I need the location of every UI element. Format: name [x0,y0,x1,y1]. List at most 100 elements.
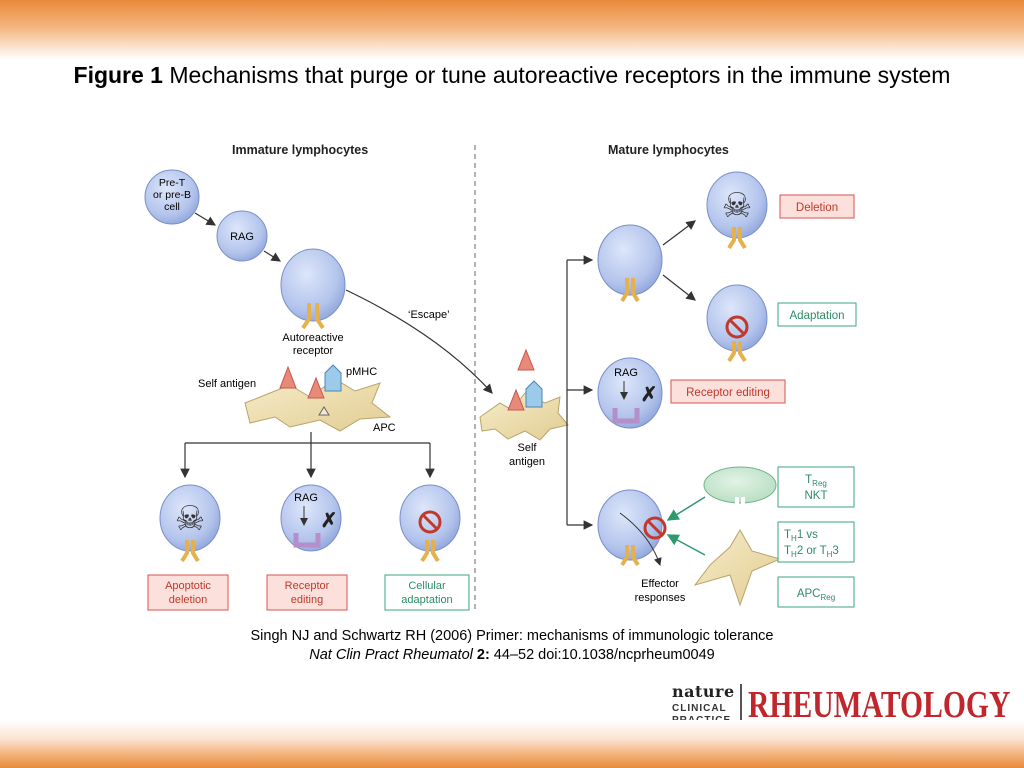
logo-rheumatology: RHEUMATOLOGY [748,684,1011,726]
apc-shape [244,378,392,432]
citation-rest: 44–52 doi:10.1038/ncprheum0049 [489,647,715,663]
treg-sub: Reg [812,479,827,488]
pre-cell: Pre-T or pre-B cell [144,169,200,225]
citation-line2: Nat Clin Pract Rheumatol 2: 44–52 doi:10… [100,646,924,665]
rag-label-left: RAG [294,492,318,504]
escape-arrow [345,289,493,394]
arrow-rag-cell [263,250,282,262]
self-antigen-label: Self antigen [198,378,256,390]
edited-receptor-icon [612,408,640,424]
figure-label: Figure 1 [73,62,163,88]
logo-clinical: CLINICAL [672,703,727,714]
apc-reg-shape [693,529,782,607]
rag-label: RAG [230,231,254,243]
receptor-icon [730,497,750,519]
apc-reg-box: APCReg [777,576,855,608]
adaptation-label: Adaptation [790,310,845,322]
citation: Singh NJ and Schwartz RH (2006) Primer: … [100,627,924,665]
deletion-label: Deletion [796,202,838,214]
outcome-apoptotic-line2: deletion [169,594,208,606]
svg-text:TH2 or TH3: TH2 or TH3 [784,545,839,559]
receptor-icon [620,545,640,567]
arrow-to-adaptation [662,274,696,301]
adaptation-cell-right [706,284,768,363]
mature-cell [597,224,663,303]
th3-sub: H [827,550,833,559]
header-mature: Mature lymphocytes [608,143,729,157]
pre-cell-line1: Pre-T [159,177,186,189]
apc-left: Self antigen pMHC APC [198,364,396,434]
treg-arrow [666,496,706,521]
outcome-editing-right: Receptor editing [670,379,786,404]
receptor-icon [727,227,747,250]
edited-receptor-icon [293,533,321,548]
receptor-editing-label: Receptor editing [686,387,770,399]
antigen-triangle [517,348,535,371]
logo-nature: nature [672,682,735,701]
nkt-label: NKT [805,490,828,502]
adaptation-cell-left [399,484,461,563]
outcome-editing-left: Receptor editing [266,574,348,611]
prohibited-icon [725,315,749,339]
editing-cell-left: RAG ✗ [280,484,342,552]
th2-mid: 2 or T [797,545,827,557]
rag-label-right: RAG [614,367,638,379]
apc-reg-main: APC [797,588,821,600]
header-immature: Immature lymphocytes [232,143,368,157]
svg-text:TReg: TReg [805,474,827,488]
bottom-gradient-band [0,720,1024,768]
slide-title: Figure 1 Mechanisms that purge or tune a… [60,60,964,90]
antigen-triangle [507,388,525,411]
receptor-icon [180,540,200,563]
antigen-triangle [307,376,325,399]
arrow-pre-rag [194,212,217,226]
effector-line2: responses [635,592,686,604]
outcome-editing-line2: editing [291,594,323,606]
tolerance-diagram: Immature lymphocytes Mature lymphocytes … [144,143,857,611]
small-antigen [318,406,330,416]
outcome-editing-line1: Receptor [285,580,330,592]
pmhc-shape [324,364,342,392]
th2-t: T [784,545,791,557]
autoreactive-line2: receptor [293,345,334,357]
x-mark-icon: ✗ [321,510,338,532]
th-sub: H [791,534,797,543]
citation-volume: 2: [472,647,490,663]
skull-icon: ☠ [722,187,752,225]
self-antigen-right-line2: antigen [509,456,545,468]
treg-t: T [805,474,812,486]
self-antigen-right-line1: Self [518,442,538,454]
outcome-deletion-right: Deletion [779,194,855,219]
outcome-adaptation-line1: Cellular [408,580,446,592]
apc-reg-sub: Reg [820,593,835,602]
top-gradient-band [0,0,1024,60]
effector-line1: Effector [641,578,679,590]
pre-cell-line3: cell [164,201,180,213]
deletion-cell-left: ☠ [159,484,221,563]
th-rest: 1 vs [797,529,818,541]
svg-text:APCReg: APCReg [797,588,835,602]
citation-journal: Nat Clin Pract Rheumatol [309,647,473,663]
receptor-icon [420,540,440,563]
figure-title: Mechanisms that purge or tune autoreacti… [162,62,951,88]
right-branch-lines [566,255,594,530]
x-mark-icon: ✗ [641,384,658,406]
prohibited-icon [643,516,667,540]
th-box: TH1 vs TH2 or TH3 [777,521,855,563]
th-t: T [784,529,791,541]
escape-label: ‘Escape’ [408,309,450,321]
autoreactive-cell: Autoreactive receptor [280,248,346,357]
outcome-adaptation-line2: adaptation [401,594,452,606]
receptor-icon [620,278,640,303]
antigen-triangle [279,365,297,389]
receptor-icon [301,303,325,330]
apc-right: Self antigen [479,348,569,468]
citation-line1: Singh NJ and Schwartz RH (2006) Primer: … [250,628,774,644]
th2-sub: H [791,550,797,559]
outcome-adaptation-left: Cellular adaptation [384,574,470,611]
left-branch-lines [180,432,435,479]
treg-box: TReg NKT [777,466,855,508]
deletion-cell-right: ☠ [706,171,768,250]
th3-end: 3 [832,545,838,557]
pre-cell-line2: or pre-B [153,189,191,201]
